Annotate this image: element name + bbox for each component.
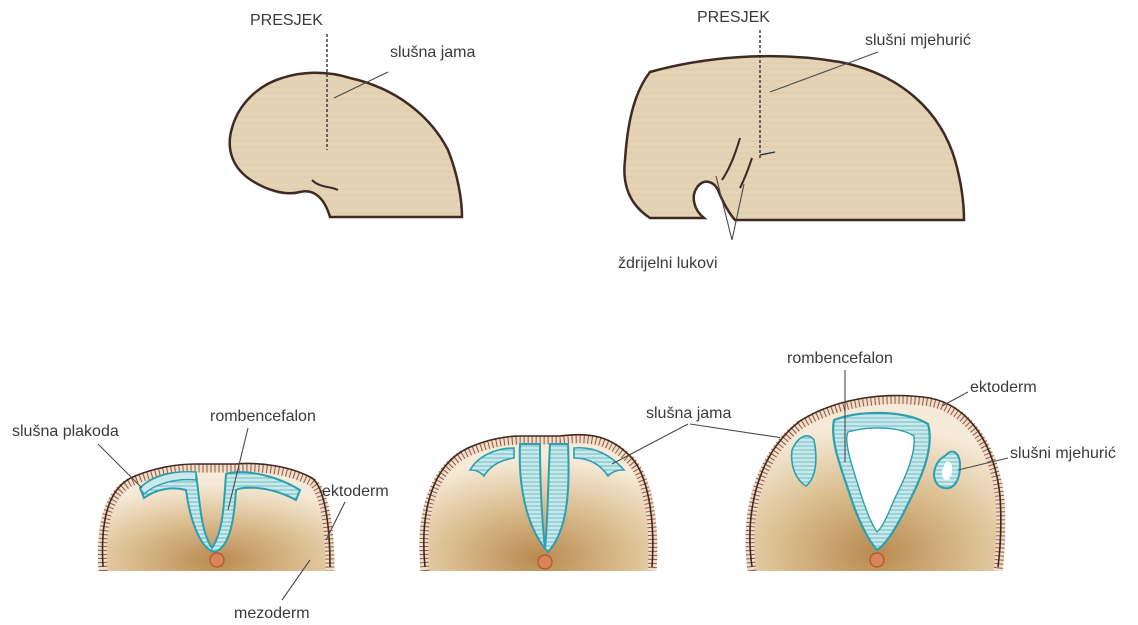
notochord: [538, 555, 552, 569]
otic-placode-label: slušna plakoda: [12, 423, 119, 440]
mesoderm-label: mezoderm: [234, 605, 310, 622]
embryo-body: [624, 56, 964, 220]
otic-pit-leader-2: [690, 424, 796, 440]
section-label: PRESJEK: [697, 9, 770, 26]
otic-vesicle-label: slušni mjehurić: [865, 32, 971, 49]
rhombencephalon-label: rombencefalon: [787, 350, 893, 367]
otic-pit-label: slušna jama: [646, 405, 731, 422]
embryo-body: [230, 73, 462, 217]
section-label: PRESJEK: [250, 12, 323, 29]
embryo-early-stage: PRESJEK slušna jama: [230, 12, 476, 217]
otic-pit-leader: [612, 424, 688, 464]
pharyngeal-arches-label: ždrijelni lukovi: [618, 255, 718, 272]
ectoderm-leader: [942, 392, 968, 406]
ectoderm-label: ektoderm: [970, 379, 1037, 396]
ectoderm-label: ektoderm: [322, 483, 389, 500]
otic-pit-label: slušna jama: [390, 44, 475, 61]
otic-placode-leader: [98, 444, 142, 488]
section-otic-placode: [102, 464, 330, 571]
embryo-later-stage: PRESJEK slušni mjehurić ždrijelni lukovi: [618, 9, 971, 272]
section-otic-pit: [424, 435, 653, 571]
rhombencephalon-label: rombencefalon: [210, 408, 316, 425]
section-otic-vesicle: [750, 396, 1001, 571]
notochord: [870, 553, 884, 567]
notochord: [210, 553, 224, 567]
otic-vesicle-label: slušni mjehurić: [1010, 445, 1116, 462]
